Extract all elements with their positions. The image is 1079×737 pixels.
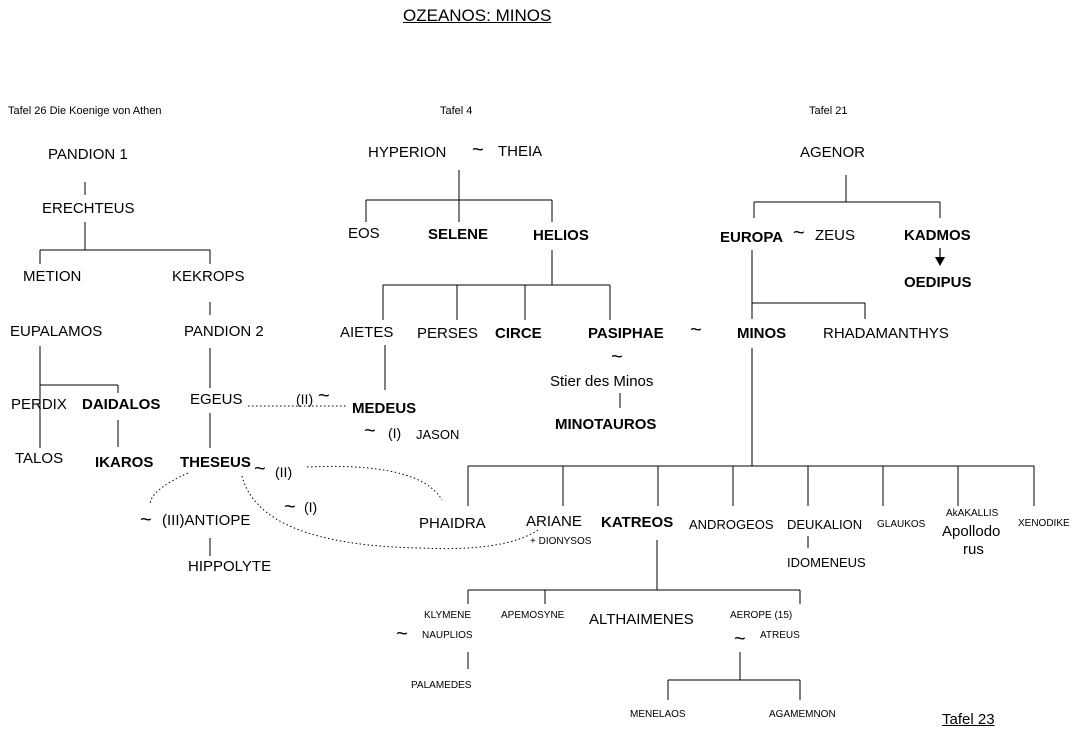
tilde-pasiphae-minos: ~ [690,319,702,341]
node-dionysos: + DIONYSOS [530,536,592,547]
tilde-europa-zeus: ~ [793,222,805,244]
node-agenor: AGENOR [800,144,866,161]
node-klymene: KLYMENE [424,610,472,621]
node-antiope: (III)ANTIOPE [162,512,251,529]
node-apollodorus-line2: rus [963,541,984,558]
tilde-theseus-i: ~ [284,496,296,518]
node-theia: THEIA [498,143,543,160]
node-hyperion: HYPERION [368,144,447,161]
node-erechteus: ERECHTEUS [42,200,135,217]
node-stier: Stier des Minos [550,373,654,390]
node-helios: HELIOS [533,227,589,244]
dotted-theseus-phaidra [306,465,443,501]
tilde-medeus-jason: ~ [364,420,376,442]
node-akakallis: AkAKALLIS [946,508,999,519]
node-althaimenes: ALTHAIMENES [589,611,694,628]
node-palamedes: PALAMEDES [411,680,472,691]
node-katreos: KATREOS [601,514,674,531]
page-title: OZEANOS: MINOS [403,6,552,25]
tilde-aerope-atreus: ~ [734,628,746,650]
marriage-label-theseus-ii: (II) [275,464,293,480]
tilde-theseus-ii: ~ [254,458,266,480]
node-theseus: THESEUS [180,454,251,471]
node-talos: TALOS [15,450,64,467]
node-kadmos: KADMOS [904,227,971,244]
node-atreus: ATREUS [760,630,800,641]
dotted-theseus-antiope [149,472,189,506]
marriage-label-theseus-i: (I) [304,499,318,515]
node-perses: PERSES [417,325,478,342]
node-apemosyne: APEMOSYNE [501,610,565,621]
node-europa: EUROPA [720,229,784,246]
node-daidalos: DAIDALOS [82,396,161,413]
node-eupalamos: EUPALAMOS [10,323,103,340]
marriage-label-egeus-medeus: (II) [296,391,314,407]
node-agamemnon: AGAMEMNON [769,709,836,720]
node-pandion1: PANDION 1 [48,146,128,163]
node-pasiphae: PASIPHAE [588,325,664,342]
node-androgeos: ANDROGEOS [689,517,774,532]
node-jason: JASON [416,427,460,442]
node-glaukos: GLAUKOS [877,519,926,530]
node-deukalion: DEUKALION [787,517,863,532]
node-zeus: ZEUS [815,227,856,244]
node-eos: EOS [348,225,380,242]
tilde-egeus-medeus: ~ [318,385,330,407]
node-rhadamanthys: RHADAMANTHYS [823,325,949,342]
arrow-head-icon [935,257,945,266]
header-agenor: Tafel 21 [809,105,848,117]
node-egeus: EGEUS [190,391,243,408]
marriage-label-medeus-i: (I) [388,425,402,441]
node-aietes: AIETES [340,324,394,341]
tilde-pasiphae-stier: ~ [611,346,623,368]
node-metion: METION [23,268,82,285]
node-pandion2: PANDION 2 [184,323,264,340]
node-apollodorus-line1: Apollodo [942,523,1001,540]
node-circe: CIRCE [495,325,542,342]
node-oedipus: OEDIPUS [904,274,972,291]
node-minos: MINOS [737,325,787,342]
node-xenodike: XENODIKE [1018,518,1070,529]
node-phaidra: PHAIDRA [419,515,486,532]
node-aerope: AEROPE (15) [730,610,793,621]
tilde-klymene-nauplios: ~ [396,623,408,645]
node-kekrops: KEKROPS [172,268,245,285]
tilde-theseus-iii: ~ [140,509,152,531]
header-athens: Tafel 26 Die Koenige von Athen [8,105,162,117]
node-ariane: ARIANE [526,513,582,530]
node-ikaros: IKAROS [95,454,154,471]
header-hyperion: Tafel 4 [440,105,473,117]
node-hippolyte: HIPPOLYTE [188,558,272,575]
node-menelaos: MENELAOS [630,709,686,720]
node-perdix: PERDIX [11,396,67,413]
footer-tafel: Tafel 23 [942,711,995,728]
node-idomeneus: IDOMENEUS [787,555,866,570]
node-nauplios: NAUPLIOS [422,630,473,641]
node-medeus: MEDEUS [352,400,417,417]
node-selene: SELENE [428,226,489,243]
node-minotauros: MINOTAUROS [555,416,657,433]
tilde-hyperion-theia: ~ [472,139,484,161]
